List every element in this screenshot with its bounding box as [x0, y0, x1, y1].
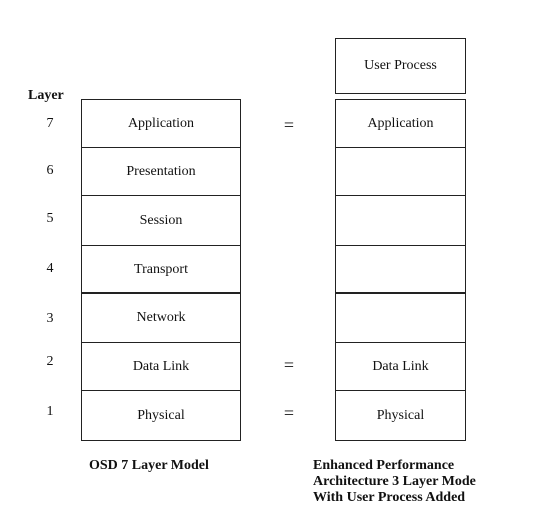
epa-caption-line-2: Architecture 3 Layer Mode [313, 474, 476, 489]
layer-number-7: 7 [46, 116, 54, 131]
epa-caption-line-1: Enhanced Performance [313, 458, 455, 473]
epa-caption-line-3: With User Process Added [313, 490, 466, 505]
layer-number-5: 5 [46, 211, 54, 226]
equals-sign-data-link: = [283, 355, 295, 375]
osi-layer-session: Session [82, 195, 240, 245]
osi-layer-physical: Physical [82, 390, 240, 441]
epa-model-caption: Enhanced Performance Architecture 3 Laye… [313, 458, 476, 506]
equals-sign-application: = [283, 115, 295, 135]
epa-layer-empty-6 [336, 147, 465, 195]
epa-layer-physical: Physical [336, 390, 465, 441]
osi-layer-stack: Application Presentation Session Transpo… [81, 99, 241, 441]
osi-layer-application: Application [127, 116, 195, 131]
epa-layer-data-link: Data Link [336, 342, 465, 390]
epa-layer-stack: Application Data Link Physical [335, 99, 466, 441]
layer-number-4: 4 [46, 261, 54, 276]
epa-layer-empty-4 [336, 245, 465, 293]
epa-layer-empty-3 [336, 292, 465, 342]
epa-layer-empty-5 [336, 195, 465, 245]
osi-model-caption: OSD 7 Layer Model [89, 458, 209, 473]
layer-number-6: 6 [46, 163, 54, 178]
equals-sign-physical: = [283, 403, 295, 423]
osi-layer-data-link: Data Link [82, 342, 240, 390]
osi-layer-network: Network [82, 292, 240, 342]
epa-layer-application: Application [367, 116, 434, 131]
user-process-box: User Process [335, 38, 466, 94]
osi-layer-presentation: Presentation [82, 147, 240, 195]
layer-axis-title: Layer [28, 88, 64, 103]
layer-number-2: 2 [46, 354, 54, 369]
layer-number-1: 1 [46, 404, 54, 419]
osi-layer-transport: Transport [82, 245, 240, 293]
layer-number-3: 3 [46, 311, 54, 326]
